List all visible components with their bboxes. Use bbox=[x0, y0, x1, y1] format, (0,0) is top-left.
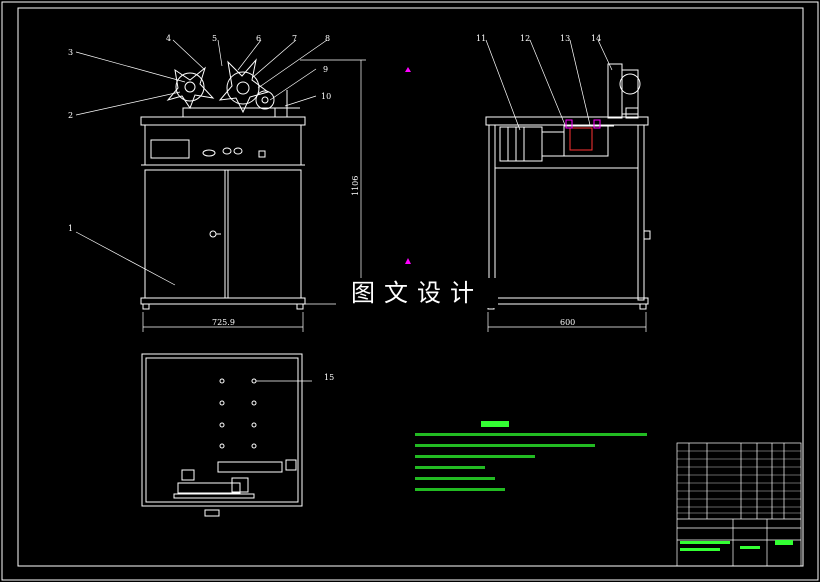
part-label-13: 13 bbox=[560, 34, 570, 43]
top-view bbox=[141, 353, 303, 517]
technical-notes bbox=[415, 421, 647, 491]
front-dimension-lines bbox=[142, 59, 366, 332]
title-block bbox=[676, 442, 802, 567]
dimension-side-width: 600 bbox=[560, 318, 575, 327]
part-label-9: 9 bbox=[323, 65, 328, 74]
side-view bbox=[485, 63, 651, 310]
front-leaders bbox=[75, 39, 328, 286]
side-leaders bbox=[485, 39, 613, 131]
part-label-6: 6 bbox=[256, 34, 261, 43]
part-labels: 1 2 3 4 5 6 7 8 9 10 11 12 13 14 15 bbox=[68, 34, 601, 382]
part-label-7: 7 bbox=[292, 34, 297, 43]
part-label-1: 1 bbox=[68, 224, 73, 233]
part-label-11: 11 bbox=[476, 34, 486, 43]
watermark-text: 图文设计 bbox=[336, 278, 498, 308]
title-block-rows bbox=[677, 450, 801, 514]
part-label-5: 5 bbox=[212, 34, 217, 43]
part-label-10: 10 bbox=[321, 92, 331, 101]
inner-frame bbox=[17, 7, 804, 567]
side-dimension-lines bbox=[487, 312, 647, 332]
center-marker-top bbox=[405, 67, 411, 72]
part-label-4: 4 bbox=[166, 34, 171, 43]
front-view bbox=[140, 58, 306, 310]
part-label-8: 8 bbox=[325, 34, 330, 43]
part-label-14: 14 bbox=[591, 34, 601, 43]
center-marker bbox=[405, 258, 411, 264]
dimension-labels: 725.9 1106 600 bbox=[212, 176, 575, 327]
dimension-height: 1106 bbox=[351, 176, 360, 196]
part-label-12: 12 bbox=[520, 34, 530, 43]
dimension-front-width: 725.9 bbox=[212, 318, 235, 327]
side-view-highlights bbox=[565, 119, 601, 151]
part-label-3: 3 bbox=[68, 48, 73, 57]
part-label-2: 2 bbox=[68, 111, 73, 120]
title-block-green bbox=[680, 540, 793, 551]
part-label-15: 15 bbox=[324, 373, 334, 382]
